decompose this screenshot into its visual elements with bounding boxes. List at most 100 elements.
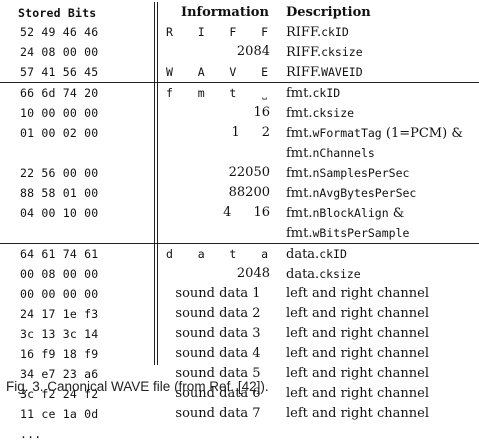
description-pre: data.	[286, 267, 320, 282]
description-cell: fmt.cksize	[286, 103, 476, 123]
stored-bits-cell: 34 e7 23 a6	[20, 367, 99, 381]
information-cell: sound data 6	[175, 386, 261, 401]
header-description: Description	[286, 5, 371, 20]
description-cell: fmt.nBlockAlign &	[286, 203, 476, 223]
stored-bits-cell	[20, 223, 150, 243]
information-cell: sound data 4	[175, 346, 261, 361]
stored-bits-cell: 22 56 00 00	[20, 166, 99, 180]
stored-bits-cell: ...	[20, 427, 42, 441]
column-divider-right	[157, 2, 158, 365]
table-row: 04 00 10 00 4 16 fmt.nBlockAlign &	[0, 203, 479, 223]
info-char: V	[229, 65, 237, 79]
description-pre: fmt.	[286, 226, 313, 241]
description-cell: RIFF.WAVEID	[286, 62, 476, 82]
stored-bits-cell: 01 00 02 00	[20, 126, 99, 140]
description-suf: (1=PCM) &	[381, 126, 463, 141]
description-cell: left and right channel	[286, 404, 476, 424]
description-pre: left and right channel	[286, 346, 430, 361]
description-pre: left and right channel	[286, 386, 430, 401]
info-char: t	[229, 86, 237, 100]
info-char: E	[261, 65, 268, 79]
description-pre: RIFF.	[286, 25, 322, 40]
description-pre: fmt.	[286, 146, 313, 161]
stored-bits-cell: 52 49 46 46	[20, 25, 99, 39]
info-char: A	[197, 65, 205, 79]
stored-bits-cell: 66 6d 74 20	[20, 86, 99, 100]
description-field: nChannels	[312, 146, 375, 160]
description-cell: fmt.ckID	[286, 83, 476, 103]
info-value: 2	[261, 125, 270, 140]
table-row: fmt.wBitsPerSample	[0, 223, 479, 243]
description-cell: data.cksize	[286, 264, 476, 284]
info-char: R	[166, 25, 173, 39]
table-row: 00 00 00 00 sound data 1 left and right ch…	[0, 284, 479, 304]
stored-bits-cell: 24 08 00 00	[20, 45, 99, 59]
description-pre: left and right channel	[286, 306, 430, 321]
info-value: 16	[253, 205, 270, 220]
description-field: cksize	[321, 45, 363, 59]
info-char: F	[261, 25, 268, 39]
information-cell: sound data 3	[175, 326, 261, 341]
description-pre: fmt.	[286, 86, 313, 101]
info-char: W	[166, 65, 173, 79]
stored-bits-cell: 04 00 10 00	[20, 206, 99, 220]
description-cell: fmt.nChannels	[286, 143, 476, 163]
info-value: 1	[231, 125, 240, 140]
column-divider-left	[154, 2, 155, 365]
description-cell: left and right channel	[286, 324, 476, 344]
table-row: 3c f2 24 f2 sound data 6 left and right ch…	[0, 384, 479, 404]
info-char: t	[229, 247, 237, 261]
information-cell: 88200	[228, 185, 270, 200]
description-field: cksize	[312, 106, 355, 120]
table-row: fmt.nChannels	[0, 143, 479, 163]
info-char: f	[166, 86, 173, 100]
description-pre: fmt.	[286, 166, 313, 181]
description-field: nBlockAlign	[312, 206, 389, 220]
stored-bits-cell: 00 00 00 00	[20, 287, 99, 301]
stored-bits-cell: 00 08 00 00	[20, 267, 99, 281]
description-field: ckID	[312, 86, 341, 100]
information-cell: 22050	[228, 165, 270, 180]
figure-caption: Fig. 3. Canonical WAVE file (from Ref. […	[6, 379, 269, 394]
table-row: ...	[0, 424, 479, 444]
description-pre: RIFF.	[286, 65, 322, 80]
info-char: ˽	[261, 86, 268, 100]
info-char: a	[261, 247, 268, 261]
stored-bits-cell: 3c 13 3c 14	[20, 327, 99, 341]
info-char: d	[166, 247, 173, 261]
information-cell: sound data 2	[175, 306, 261, 321]
information-cell: 16	[253, 105, 270, 120]
description-cell: left and right channel	[286, 364, 476, 384]
description-field: nAvgBytesPerSec	[312, 186, 417, 200]
description-field: ckID	[319, 247, 347, 261]
description-pre: left and right channel	[286, 286, 430, 301]
information-cell: sound data 1	[175, 286, 261, 301]
stored-bits-cell: 3c f2 24 f2	[20, 387, 99, 401]
stored-bits-cell: 88 58 01 00	[20, 186, 99, 200]
information-cell: sound data 5	[175, 366, 261, 381]
description-field: wFormatTag	[312, 126, 382, 140]
stored-bits-cell: 11 ce 1a 0d	[20, 407, 99, 421]
info-value: 4	[223, 205, 232, 220]
description-field: nSamplesPerSec	[312, 166, 410, 180]
info-char: F	[229, 25, 237, 39]
description-cell: data.ckID	[286, 244, 476, 264]
description-pre: left and right channel	[286, 326, 430, 341]
description-cell: left and right channel	[286, 344, 476, 364]
stored-bits-cell: 10 00 00 00	[20, 106, 99, 120]
description-pre: left and right channel	[286, 366, 430, 381]
